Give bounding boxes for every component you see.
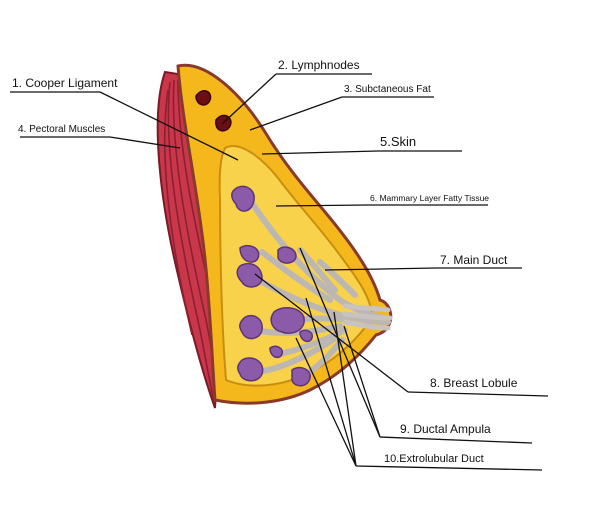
label-lymphnodes: 2. Lymphnodes	[278, 58, 360, 72]
label-subcutaneous-fat: 3. Subctaneous Fat	[344, 84, 431, 95]
leader-lines	[10, 73, 549, 471]
label-skin: 5.Skin	[380, 134, 416, 149]
label-cooper-ligament: 1. Cooper Ligament	[12, 76, 118, 90]
nipple	[342, 303, 393, 331]
label-pectoral-muscles: 4. Pectoral Muscles	[18, 124, 105, 135]
label-ductal-ampula: 9. Ductal Ampula	[400, 422, 491, 436]
breast-lobules	[231, 185, 314, 387]
label-breast-lobule: 8. Breast Lobule	[430, 376, 518, 390]
label-extralobular-duct: 10.Extrolubular Duct	[384, 453, 484, 465]
label-main-duct: 7. Main Duct	[440, 253, 508, 267]
labels: 1. Cooper Ligament 2. Lymphnodes 3. Subc…	[12, 58, 518, 465]
label-mammary-layer: 6. Mammary Layer Fatty Tissue	[370, 193, 489, 203]
